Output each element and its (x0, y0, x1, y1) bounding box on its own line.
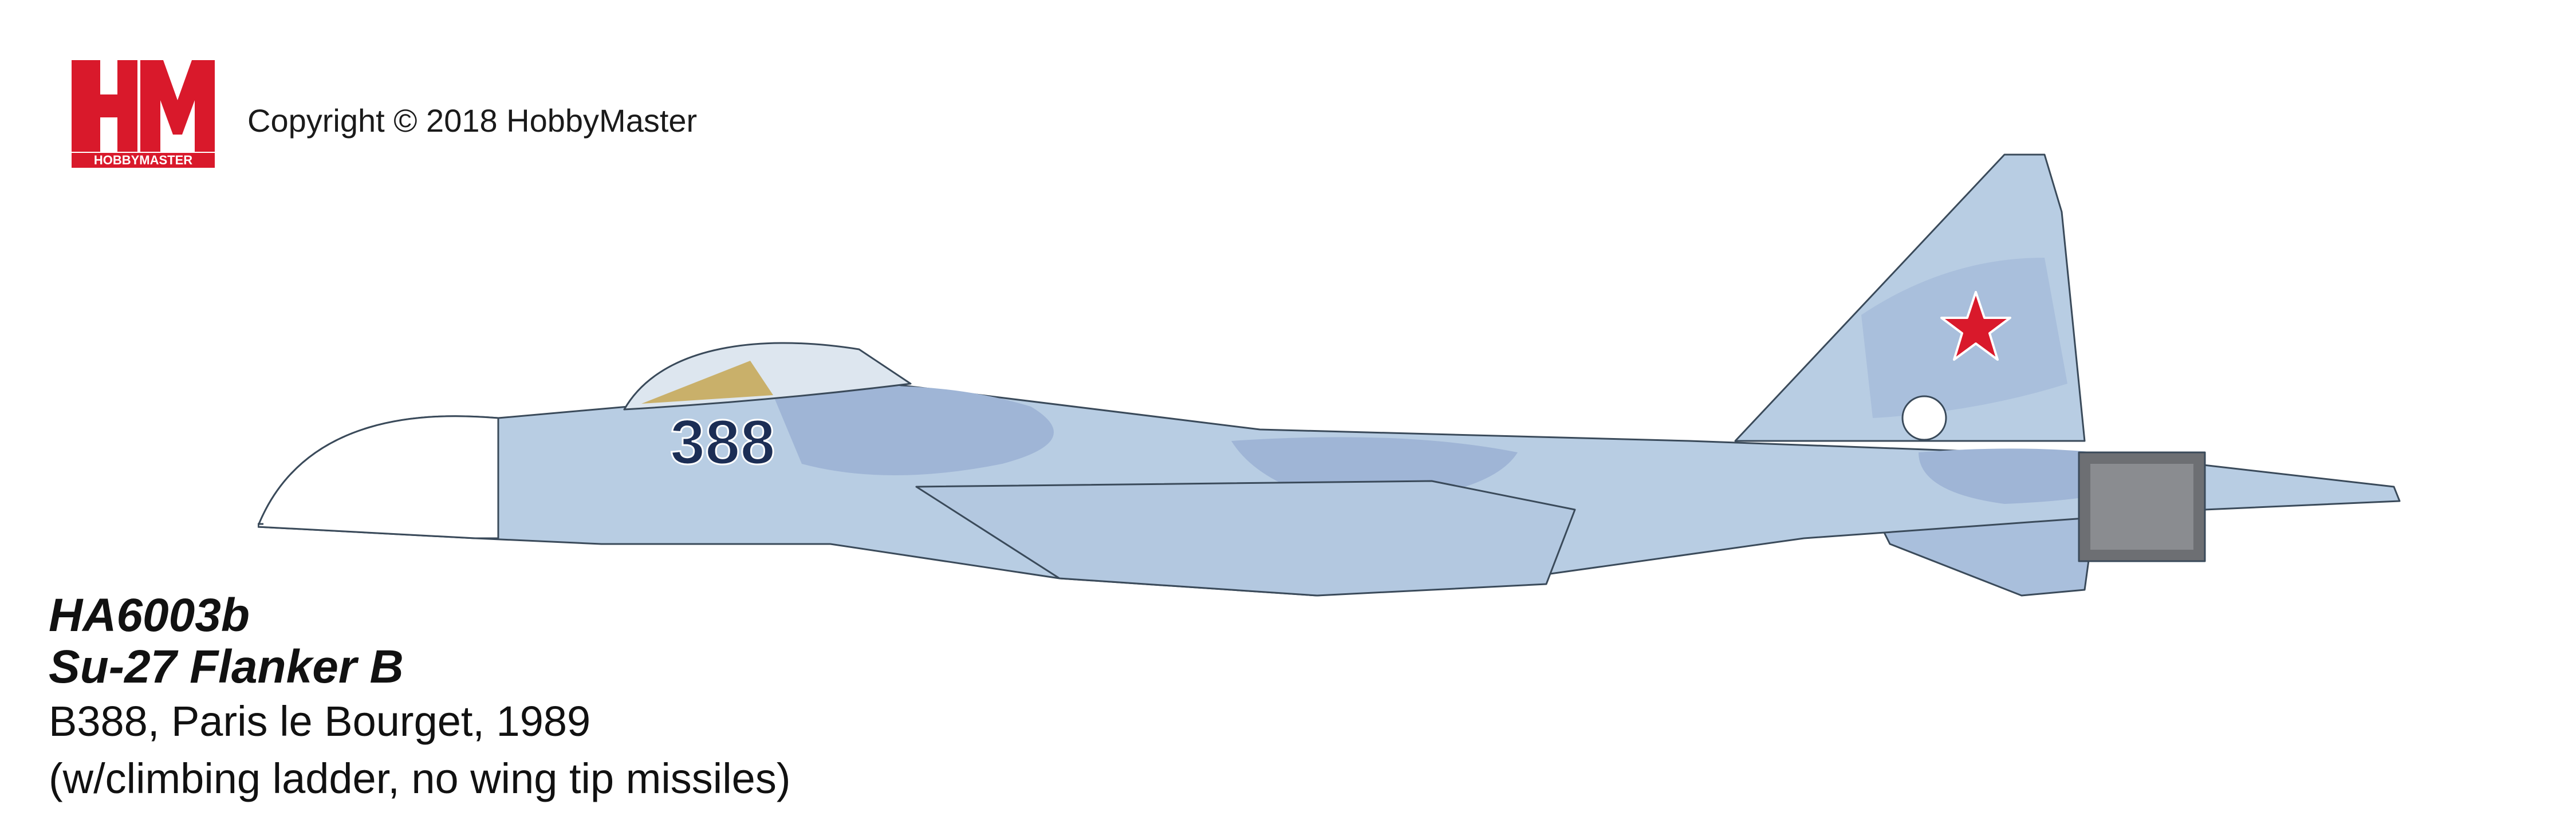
side-number: 388 (670, 407, 775, 478)
radome (258, 415, 499, 539)
red-star-insignia (1940, 291, 2011, 361)
logo-sub-text: HOBBYMASTER (94, 153, 192, 167)
hobbymaster-logo: HOBBYMASTER (69, 54, 218, 169)
copyright-text: Copyright © 2018 HobbyMaster (247, 103, 698, 139)
su27-side-profile: 388 (258, 153, 2401, 597)
logo-letter-h (72, 60, 137, 152)
product-info: HA6003b Su-27 Flanker B B388, Paris le B… (49, 590, 790, 807)
product-code: HA6003b (49, 589, 250, 641)
tail-emblem (1901, 395, 1947, 441)
logo-sub-bar (72, 153, 215, 168)
air-intake (915, 480, 1576, 597)
hm-logo-graphic: HOBBYMASTER (72, 60, 215, 168)
product-description: B388, Paris le Bourget, 1989 (49, 697, 591, 745)
product-model: Su-27 Flanker B (49, 641, 404, 693)
logo-letter-m (140, 60, 215, 152)
product-note: (w/climbing ladder, no wing tip missiles… (49, 755, 791, 802)
